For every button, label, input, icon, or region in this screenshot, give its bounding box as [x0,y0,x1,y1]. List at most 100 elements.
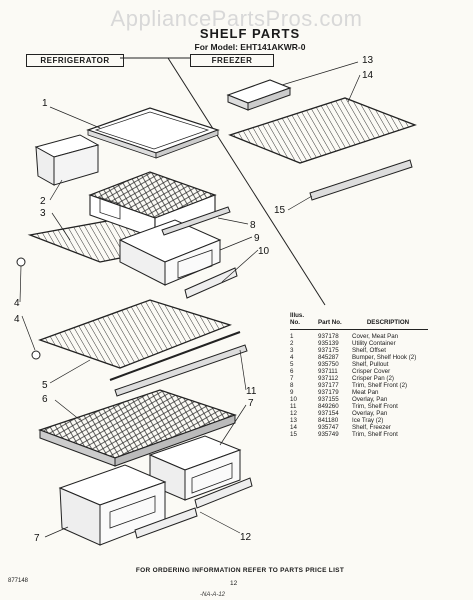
utility-container [34,134,100,186]
model-subtitle: For Model: EHT141AKWR-0 [194,42,306,52]
table-cell-illus: 3 [290,347,294,354]
table-cell-desc: Trim, Shelf Front [352,403,398,410]
table-row: 2 935139 Utility Container [290,340,428,347]
table-cell-desc: Overlay, Pan [352,396,388,403]
ice-tray [226,79,292,111]
pan-overlay-left [134,507,198,539]
table-cell-desc: Shelf, Freezer [352,424,391,431]
callout-12: 12 [240,532,252,543]
table-row: 5 935750 Shelf, Pullout [290,361,428,368]
callout-14: 14 [362,70,374,81]
page-title: SHELF PARTS [199,26,301,41]
table-cell-desc: Overlay, Pan [352,410,388,417]
callout-numbers: 1 2 3 4 4 5 6 7 7 8 9 10 11 12 13 14 15 [14,55,374,544]
table-cell-illus: 1 [290,333,294,340]
table-cell-illus: 11 [290,403,297,410]
callout-4b: 4 [14,314,20,325]
callout-15: 15 [274,205,286,216]
table-row: 15 935749 Trim, Shelf Front [290,431,428,438]
table-cell-illus: 12 [290,410,297,417]
header-part-no: Part No. [318,312,352,330]
table-cell-desc: Cover, Meat Pan [352,333,399,340]
shelf-bumper-lower [31,350,41,360]
crisper-pan-left [58,464,167,546]
table-cell-desc: Trim, Shelf Front [352,431,398,438]
header-description: DESCRIPTION [352,312,428,330]
table-row: 14 935747 Shelf, Freezer [290,424,428,431]
callout-10: 10 [258,246,270,257]
table-cell-part: 937177 [318,382,339,389]
parts-table-body: 1 937178 Cover, Meat Pan 2 935139 Utility Con… [290,330,428,438]
table-row: 7 937112 Crisper Pan (2) [290,375,428,382]
table-cell-part: 937179 [318,389,339,396]
table-cell-part: 845287 [318,354,339,361]
table-cell-illus: 8 [290,382,294,389]
table-row: 1 937178 Cover, Meat Pan [290,330,428,341]
leader-lines [19,61,361,538]
table-cell-part: 935750 [318,361,339,368]
page-number: 12 [230,580,238,587]
ordering-footer: FOR ORDERING INFORMATION REFER TO PARTS … [135,567,345,574]
table-cell-illus: 2 [290,340,294,347]
table-cell-desc: Meat Pan [352,389,379,396]
callout-2: 2 [40,196,46,207]
table-cell-part: 937111 [318,368,338,375]
table-cell-desc: Crisper Pan (2) [352,375,394,382]
callout-7b: 7 [34,533,40,544]
table-cell-part: 937155 [318,396,339,403]
document-number: 877148 [8,578,29,584]
callout-5: 5 [42,380,48,391]
callout-1: 1 [42,98,48,109]
table-cell-part: 935139 [318,340,339,347]
table-cell-desc: Shelf, Offset [352,347,386,354]
table-cell-desc: Shelf, Pullout [352,361,389,368]
table-row: 10 937155 Overlay, Pan [290,396,428,403]
handwritten-note: -NA-A-12 [200,592,226,598]
table-cell-illus: 14 [290,424,297,431]
table-cell-illus: 15 [290,431,297,438]
table-cell-illus: 5 [290,361,294,368]
table-cell-illus: 7 [290,375,294,382]
table-cell-desc: Utility Container [352,340,396,347]
table-cell-illus: 6 [290,368,294,375]
freezer-shelf-trim [309,159,413,201]
refrigerator-section-label: REFRIGERATOR [26,54,124,67]
table-cell-desc: Crisper Cover [352,368,391,375]
table-row: 6 937111 Crisper Cover [290,368,428,375]
freezer-section-label: FREEZER [190,54,274,67]
table-cell-part: 935747 [318,424,339,431]
pullout-shelf [38,299,241,381]
freezer-shelf [228,97,417,164]
section-divider-line [167,57,326,306]
table-cell-part: 937112 [318,375,339,382]
crisper-cover [38,389,237,467]
watermark: AppliancePartsPros.com [110,6,363,31]
table-cell-illus: 10 [290,396,297,403]
meat-pan-assembly [88,171,222,286]
table-cell-illus: 13 [290,417,297,424]
table-cell-part: 935749 [318,431,339,438]
callout-7a: 7 [248,398,254,409]
table-row: 13 841180 Ice Tray (2) [290,417,428,424]
table-cell-part: 937175 [318,347,339,354]
callout-11: 11 [246,386,257,397]
table-cell-part: 841180 [318,417,339,424]
pan-overlay-right [194,477,253,509]
callout-6: 6 [42,394,48,405]
table-cell-desc: Ice Tray (2) [352,417,384,424]
table-cell-part: 937178 [318,333,339,340]
table-cell-desc: Trim, Shelf Front (2) [352,382,408,389]
meat-pan-cover [86,107,220,159]
shelf-front-trim-lower [114,344,248,397]
callout-8: 8 [250,220,256,231]
pan-overlay-upper [184,267,238,299]
table-cell-illus: 4 [290,354,294,361]
header-illus-no: Illus. No. [290,312,318,330]
callout-9: 9 [254,233,260,244]
table-cell-part: 849260 [318,403,339,410]
callout-13: 13 [362,55,374,66]
table-row: 8 937177 Trim, Shelf Front (2) [290,382,428,389]
